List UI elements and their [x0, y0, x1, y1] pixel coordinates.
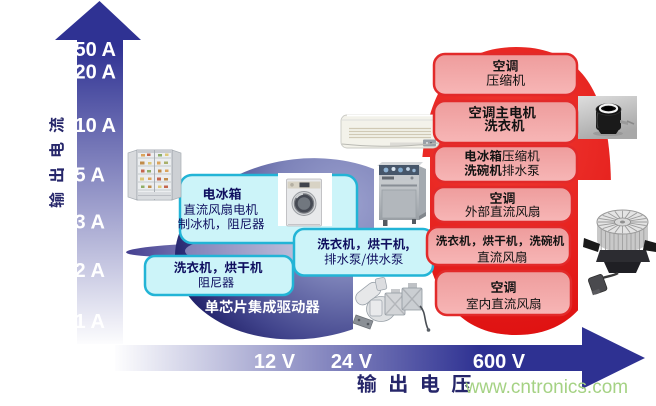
svg-text:5 A: 5 A — [75, 164, 105, 186]
svg-text:3 A: 3 A — [75, 212, 105, 234]
svg-text:600 V: 600 V — [473, 351, 526, 373]
svg-text:10 A: 10 A — [75, 115, 117, 137]
svg-text:20 A: 20 A — [75, 62, 117, 84]
svg-text:www.cntronics.com: www.cntronics.com — [465, 377, 629, 398]
svg-text:12 V: 12 V — [254, 351, 296, 373]
svg-text:2 A: 2 A — [75, 260, 105, 282]
svg-text:50 A: 50 A — [75, 39, 117, 61]
svg-text:1 A: 1 A — [75, 311, 105, 333]
svg-text:24 V: 24 V — [331, 351, 373, 373]
